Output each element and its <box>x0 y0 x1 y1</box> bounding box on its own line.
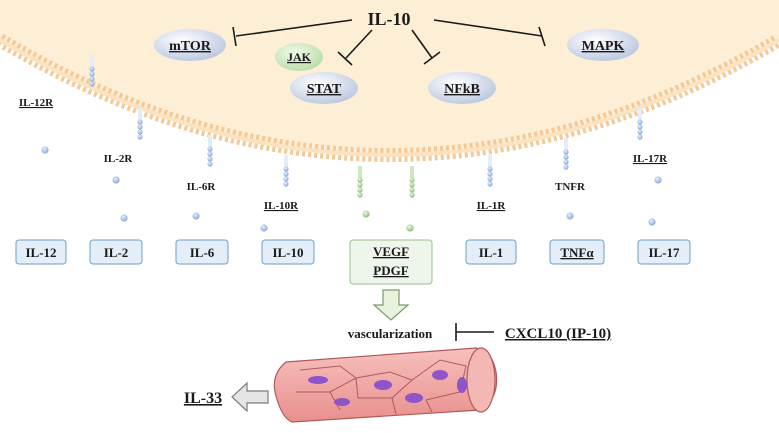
vegfr2-receptor <box>409 166 415 198</box>
il10r-label: IL-10R <box>264 200 299 212</box>
mtor-node: mTOR <box>154 29 226 61</box>
cytokine-il17: IL-17 <box>637 239 691 265</box>
inhibition-lines <box>232 19 546 66</box>
il10-box-label: IL-10 <box>272 245 303 260</box>
il10r-ligand-dot <box>192 212 200 220</box>
cytokine-il2: IL-2 <box>89 239 143 265</box>
il1r-receptor <box>487 155 493 187</box>
nfkb-node: NFkB <box>428 72 496 104</box>
il6r-ligand-dot <box>120 214 128 222</box>
tnfr-label: TNFR <box>555 181 586 193</box>
il1r-label: IL-1R <box>477 200 507 212</box>
il17r-ligand-dot <box>654 176 662 184</box>
il12-label: IL-12 <box>25 245 56 260</box>
il12r-label: IL-12R <box>19 97 54 109</box>
il12r-ligand-dot <box>41 146 49 154</box>
il6-label: IL-6 <box>190 245 215 260</box>
il2-label: IL-2 <box>104 245 129 260</box>
il1-label: IL-1 <box>479 245 504 260</box>
cytokine-vegf-pdgf: VEGF PDGF <box>349 239 433 285</box>
tnfr-receptor <box>563 138 569 170</box>
mapk-node: MAPK <box>567 29 639 61</box>
ligand-dot <box>648 218 656 226</box>
stat-label: STAT <box>307 82 342 97</box>
il33-label: IL-33 <box>184 390 222 407</box>
cytokine-il6: IL-6 <box>175 239 229 265</box>
jak-node: JAK <box>275 43 323 71</box>
il6r-label: IL-6R <box>187 181 217 193</box>
cytokine-il12: IL-12 <box>15 239 67 265</box>
il17r-receptor <box>637 108 643 140</box>
tnfa-label: TNFα <box>560 245 594 260</box>
tnfr-ligand-dot <box>566 212 574 220</box>
il2r-receptor <box>137 108 143 140</box>
il12r-receptor <box>89 55 95 87</box>
il2r-ligand-dot <box>112 176 120 184</box>
il10-title: IL-10 <box>367 9 410 29</box>
il6r-receptor <box>207 135 213 167</box>
down-arrow-icon <box>372 289 410 321</box>
vegfr1-ligand-dot <box>362 210 370 218</box>
vegfr1-receptor <box>357 166 363 198</box>
vegf-label: VEGF <box>373 244 409 259</box>
mapk-label: MAPK <box>582 39 625 54</box>
il2r-label: IL-2R <box>104 153 134 165</box>
vegfr2-ligand-dot <box>406 224 414 232</box>
il1r-ligand-dot <box>260 224 268 232</box>
stat-node: STAT <box>290 72 358 104</box>
left-arrow-icon <box>231 381 269 413</box>
blood-vessel <box>273 347 498 423</box>
cxcl10-label: CXCL10 (IP-10) <box>505 326 611 342</box>
receptor-layer <box>41 55 662 232</box>
il10r-receptor <box>283 155 289 187</box>
cytokine-tnfa: TNFα <box>549 239 605 265</box>
cytokine-il1: IL-1 <box>465 239 517 265</box>
cxcl10-inhibition <box>455 323 494 341</box>
jak-label: JAK <box>287 50 312 64</box>
il17r-label: IL-17R <box>633 153 668 165</box>
il17-label: IL-17 <box>648 245 680 260</box>
cytokine-il10: IL-10 <box>261 239 315 265</box>
mtor-label: mTOR <box>169 39 212 54</box>
vascularization-label: vascularization <box>348 326 433 341</box>
pdgf-label: PDGF <box>373 263 408 278</box>
nfkb-label: NFkB <box>444 82 480 97</box>
